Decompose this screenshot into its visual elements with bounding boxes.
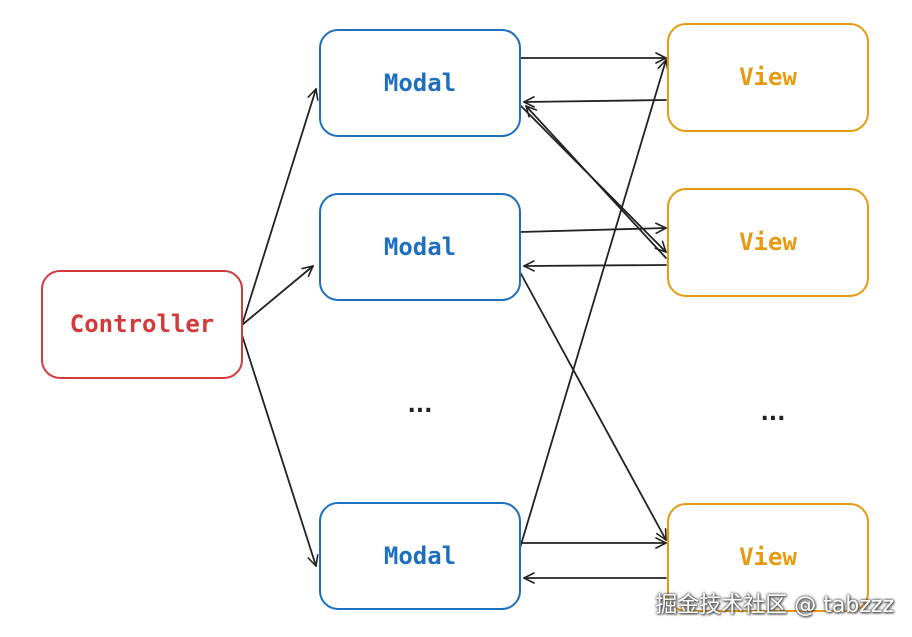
- view-node-2: View: [667, 188, 869, 297]
- edge-view-2-model-2: [523, 260, 667, 272]
- edges: [241, 52, 669, 584]
- model-label-2: Modal: [384, 233, 456, 261]
- view-box-1: [667, 23, 869, 132]
- watermark: 掘金技术社区 @ tabzzz: [655, 593, 894, 618]
- edge-model-2-view-2: [519, 222, 667, 235]
- model-node-3: Modal: [319, 502, 521, 610]
- edge-model-2-view-3: [519, 271, 667, 541]
- edge-view-2-model-1: [525, 105, 667, 259]
- view-node-3: View: [667, 503, 869, 612]
- controller-box: [41, 270, 243, 379]
- model-box-1: [319, 29, 521, 137]
- edge-controller-model-3: [241, 334, 319, 567]
- controller-node: Controller: [41, 270, 243, 379]
- view-label-1: View: [739, 63, 797, 91]
- model-label-1: Modal: [384, 69, 456, 97]
- model-node-1: Modal: [319, 29, 521, 137]
- model-label-3: Modal: [384, 542, 456, 570]
- view-label-3: View: [739, 543, 797, 571]
- view-box-2: [667, 188, 869, 297]
- view-label-2: View: [739, 228, 797, 256]
- edge-controller-model-2: [241, 265, 314, 326]
- edge-model-3-view-1: [519, 59, 669, 549]
- edge-view-1-model-1: [523, 96, 667, 108]
- view-box-3: [667, 503, 869, 612]
- views-ellipsis: ...: [760, 401, 785, 426]
- model-box-3: [319, 502, 521, 610]
- view-node-1: View: [667, 23, 869, 132]
- controller-label: Controller: [70, 310, 215, 338]
- edge-controller-model-1: [241, 88, 319, 326]
- models-ellipsis: ...: [407, 393, 432, 418]
- model-node-2: Modal: [319, 193, 521, 301]
- model-box-2: [319, 193, 521, 301]
